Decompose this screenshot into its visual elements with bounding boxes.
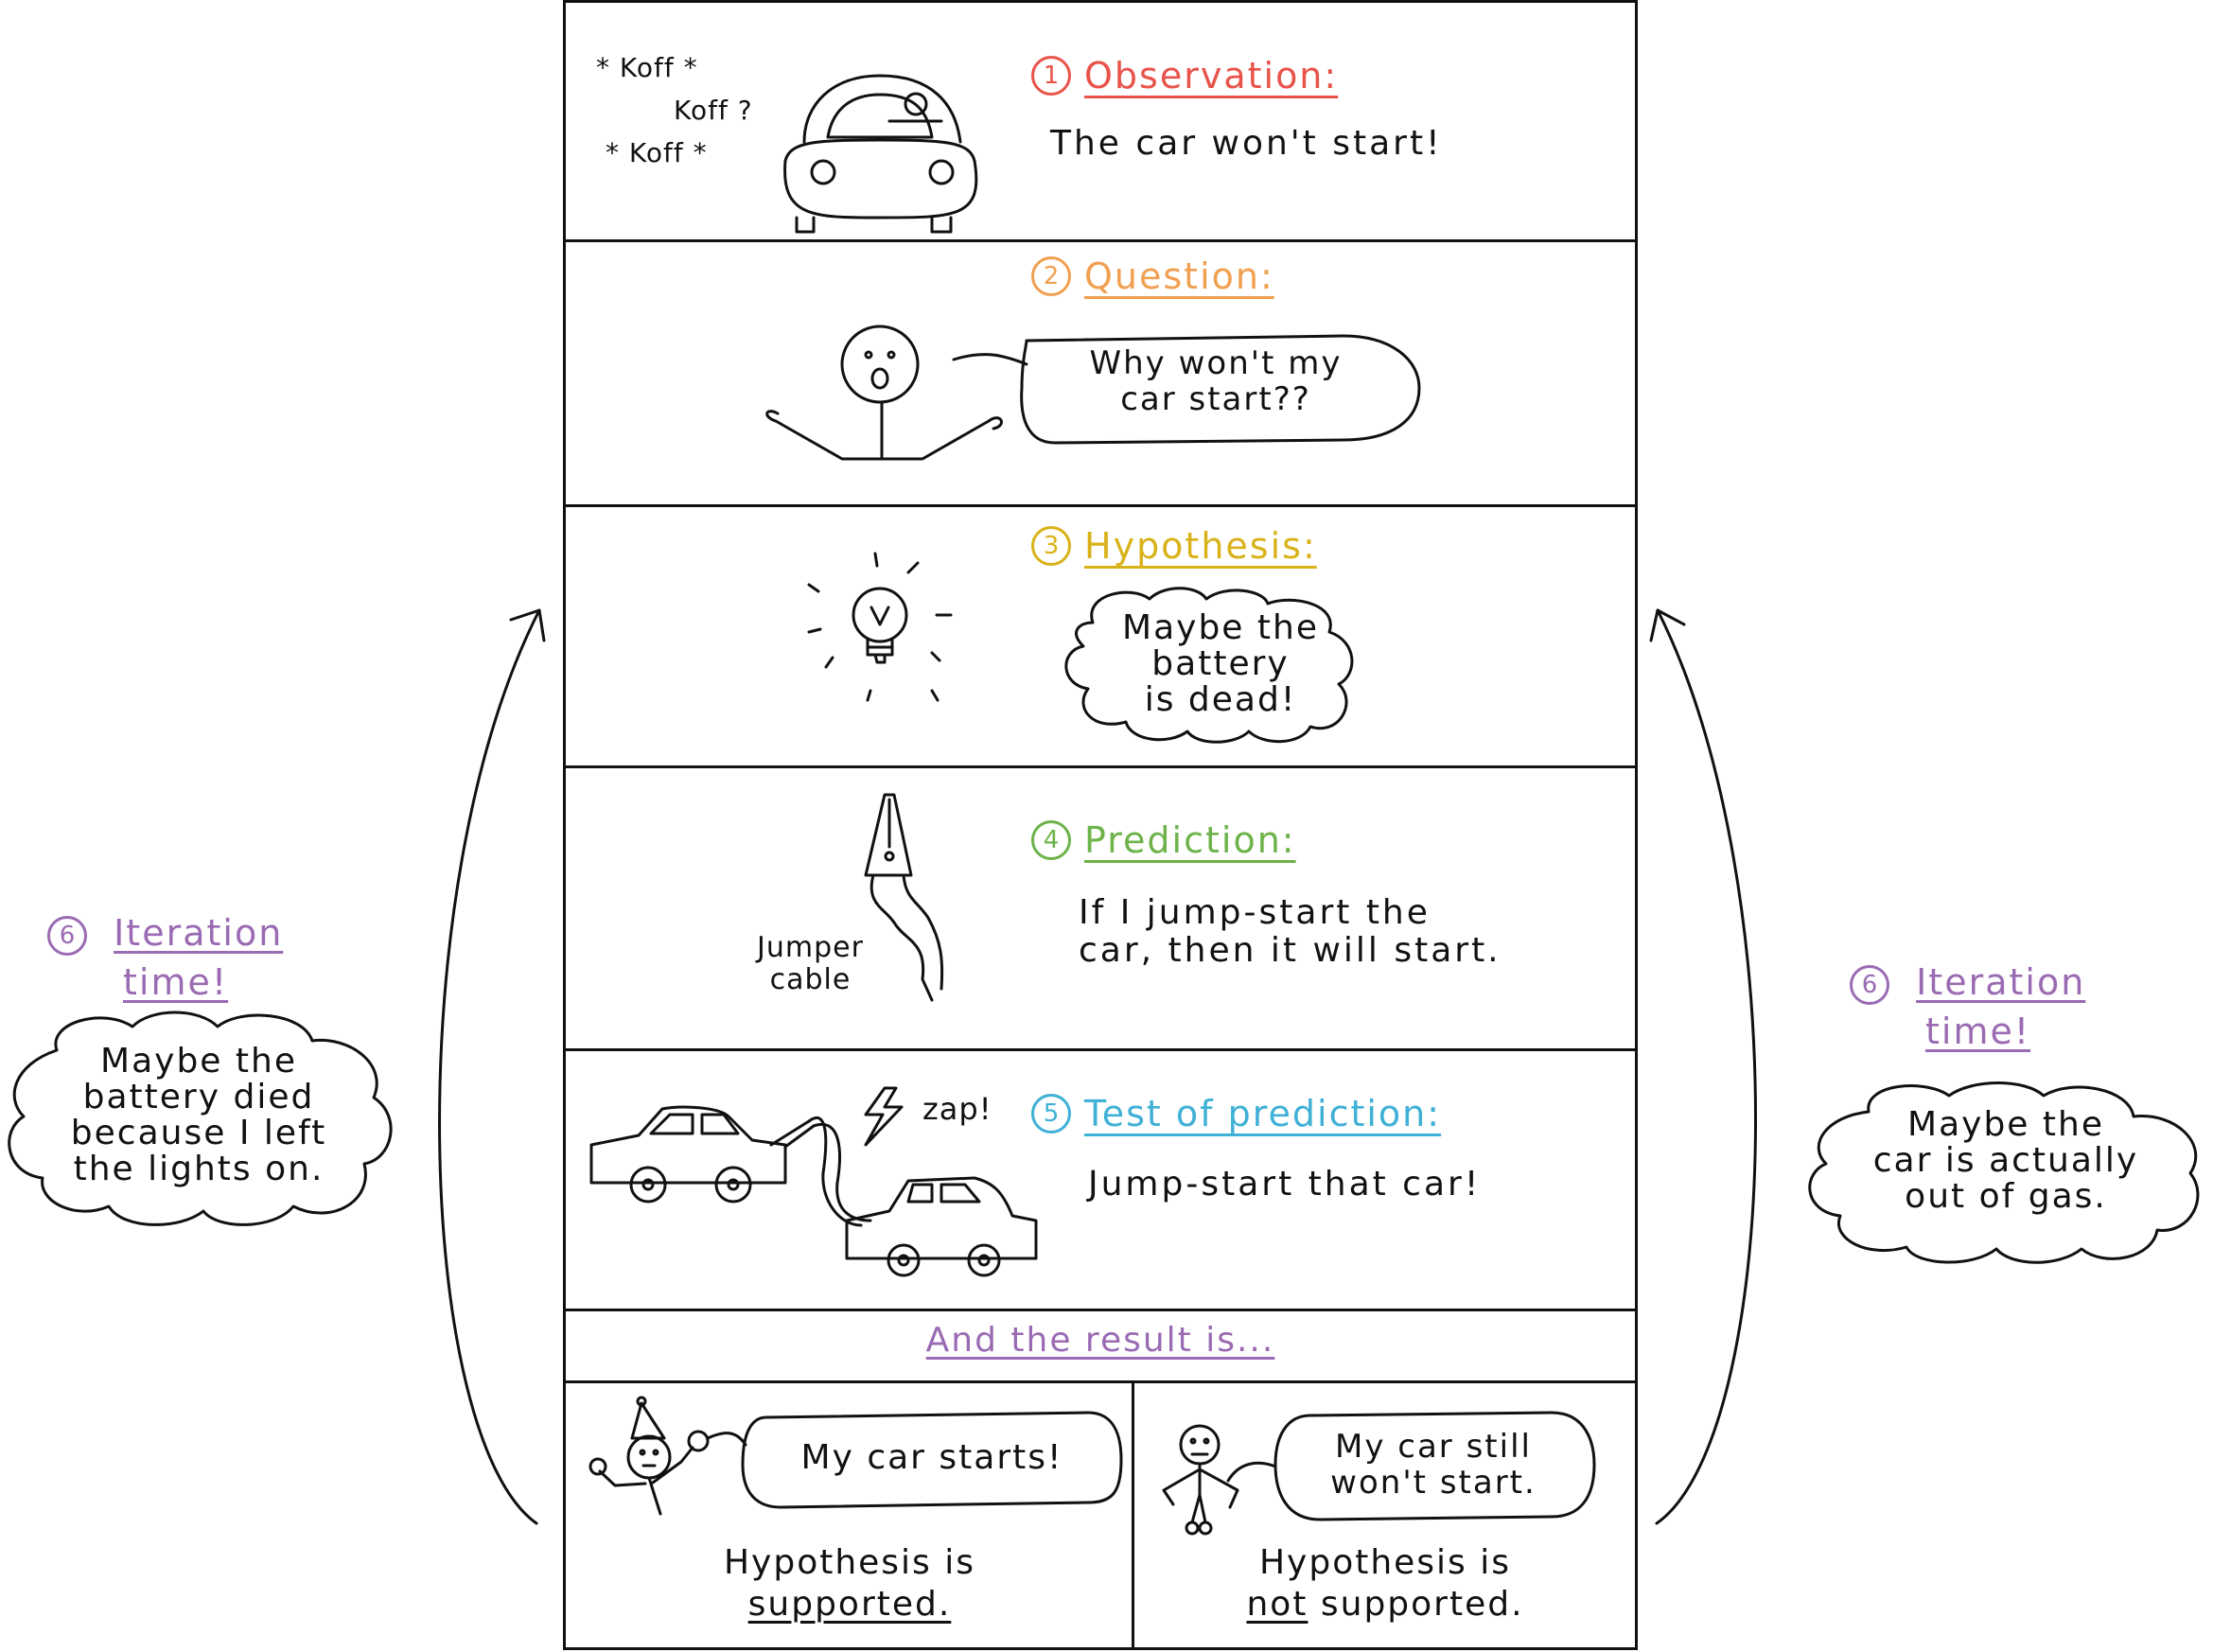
hypothesis-cloud-text: Maybe the battery is dead!	[1122, 608, 1319, 719]
prediction-heading: 4 Prediction:	[1031, 819, 1296, 861]
prediction-title: Prediction:	[1084, 819, 1296, 861]
iteration-left-title-a: Iteration	[114, 912, 284, 954]
jump-start-cars-icon	[589, 1105, 1038, 1277]
iteration-left-title-b: time!	[123, 961, 229, 1003]
test-text: Jump-start that car!	[1088, 1165, 1482, 1204]
not-supported-caption-rest: supported.	[1308, 1585, 1524, 1624]
divider	[563, 1309, 1638, 1311]
lightning-icon	[864, 1086, 904, 1147]
question-title: Question:	[1084, 255, 1274, 297]
result-heading: And the result is...	[925, 1321, 1275, 1360]
not-supported-bubble-text: My car still won't start.	[1330, 1428, 1537, 1502]
question-heading: 2 Question:	[1031, 255, 1274, 297]
not-supported-caption: Hypothesis is not supported.	[1135, 1542, 1635, 1626]
iteration-left-cloud-text: Maybe the battery died because I left th…	[70, 1042, 327, 1188]
observation-title: Observation:	[1084, 55, 1339, 97]
koff-text-2: Koff ?	[674, 95, 753, 126]
step-number-badge: 3	[1031, 526, 1071, 566]
jumper-cable-icon	[864, 793, 944, 1002]
step-number-badge: 6	[1850, 964, 1889, 1005]
question-bubble-text: Why won't my car start??	[1089, 344, 1343, 418]
step-number-badge: 5	[1031, 1094, 1071, 1134]
observation-heading: 1 Observation:	[1031, 55, 1338, 97]
iteration-right-title-b: time!	[1925, 1011, 2031, 1052]
iteration-right-title-a: Iteration	[1916, 961, 2086, 1003]
not-supported-caption-line1: Hypothesis is	[1258, 1543, 1512, 1582]
car-icon	[783, 74, 978, 234]
koff-text-1: * Koff *	[596, 52, 698, 83]
divider	[563, 1048, 1638, 1051]
divider	[563, 1380, 1638, 1383]
thought-cloud	[1064, 587, 1354, 744]
speech-bubble	[741, 1411, 1123, 1509]
step-number-badge: 2	[1031, 256, 1071, 296]
divider	[563, 504, 1638, 507]
test-heading: 5 Test of prediction:	[1031, 1093, 1441, 1134]
observation-text: The car won't start!	[1050, 124, 1443, 163]
supported-caption-line2: supported.	[747, 1585, 952, 1624]
step-number-badge: 1	[1031, 56, 1071, 96]
iteration-right-heading: 6 Iteration time!	[1850, 958, 2085, 1056]
sad-stick-figure-icon	[1162, 1424, 1277, 1536]
speech-bubble	[1273, 1411, 1596, 1521]
thought-cloud	[8, 1011, 393, 1226]
thought-cloud	[1808, 1081, 2200, 1264]
supported-bubble-text: My car starts!	[800, 1438, 1063, 1477]
divider	[563, 239, 1638, 242]
steps-frame	[563, 0, 1638, 1650]
zap-text: zap!	[922, 1091, 992, 1127]
koff-text-3: * Koff *	[606, 137, 708, 168]
supported-caption-line1: Hypothesis is	[723, 1543, 976, 1582]
right-iteration-arrow	[1649, 608, 1758, 1525]
step-number-badge: 6	[47, 915, 87, 956]
divider	[1132, 1380, 1134, 1650]
iteration-right-cloud-text: Maybe the car is actually out of gas.	[1872, 1105, 2139, 1216]
hypothesis-heading: 3 Hypothesis:	[1031, 525, 1317, 567]
jumper-cable-label: Jumper cable	[757, 931, 864, 996]
speech-bubble	[952, 334, 1421, 445]
divider	[563, 765, 1638, 768]
not-word: not	[1246, 1585, 1308, 1624]
stick-figure-confused-icon	[765, 325, 1003, 461]
prediction-text: If I jump-start the car, then it will st…	[1079, 893, 1502, 970]
result-heading-wrap: And the result is...	[566, 1321, 1635, 1360]
iteration-left-heading: 6 Iteration time!	[47, 908, 283, 1007]
hypothesis-title: Hypothesis:	[1084, 525, 1317, 567]
step-number-badge: 4	[1031, 820, 1071, 860]
supported-caption: Hypothesis is supported.	[566, 1542, 1133, 1626]
left-iteration-arrow	[438, 608, 546, 1525]
party-stick-figure-icon	[588, 1396, 747, 1516]
test-title: Test of prediction:	[1084, 1093, 1442, 1134]
lightbulb-icon	[807, 552, 953, 702]
